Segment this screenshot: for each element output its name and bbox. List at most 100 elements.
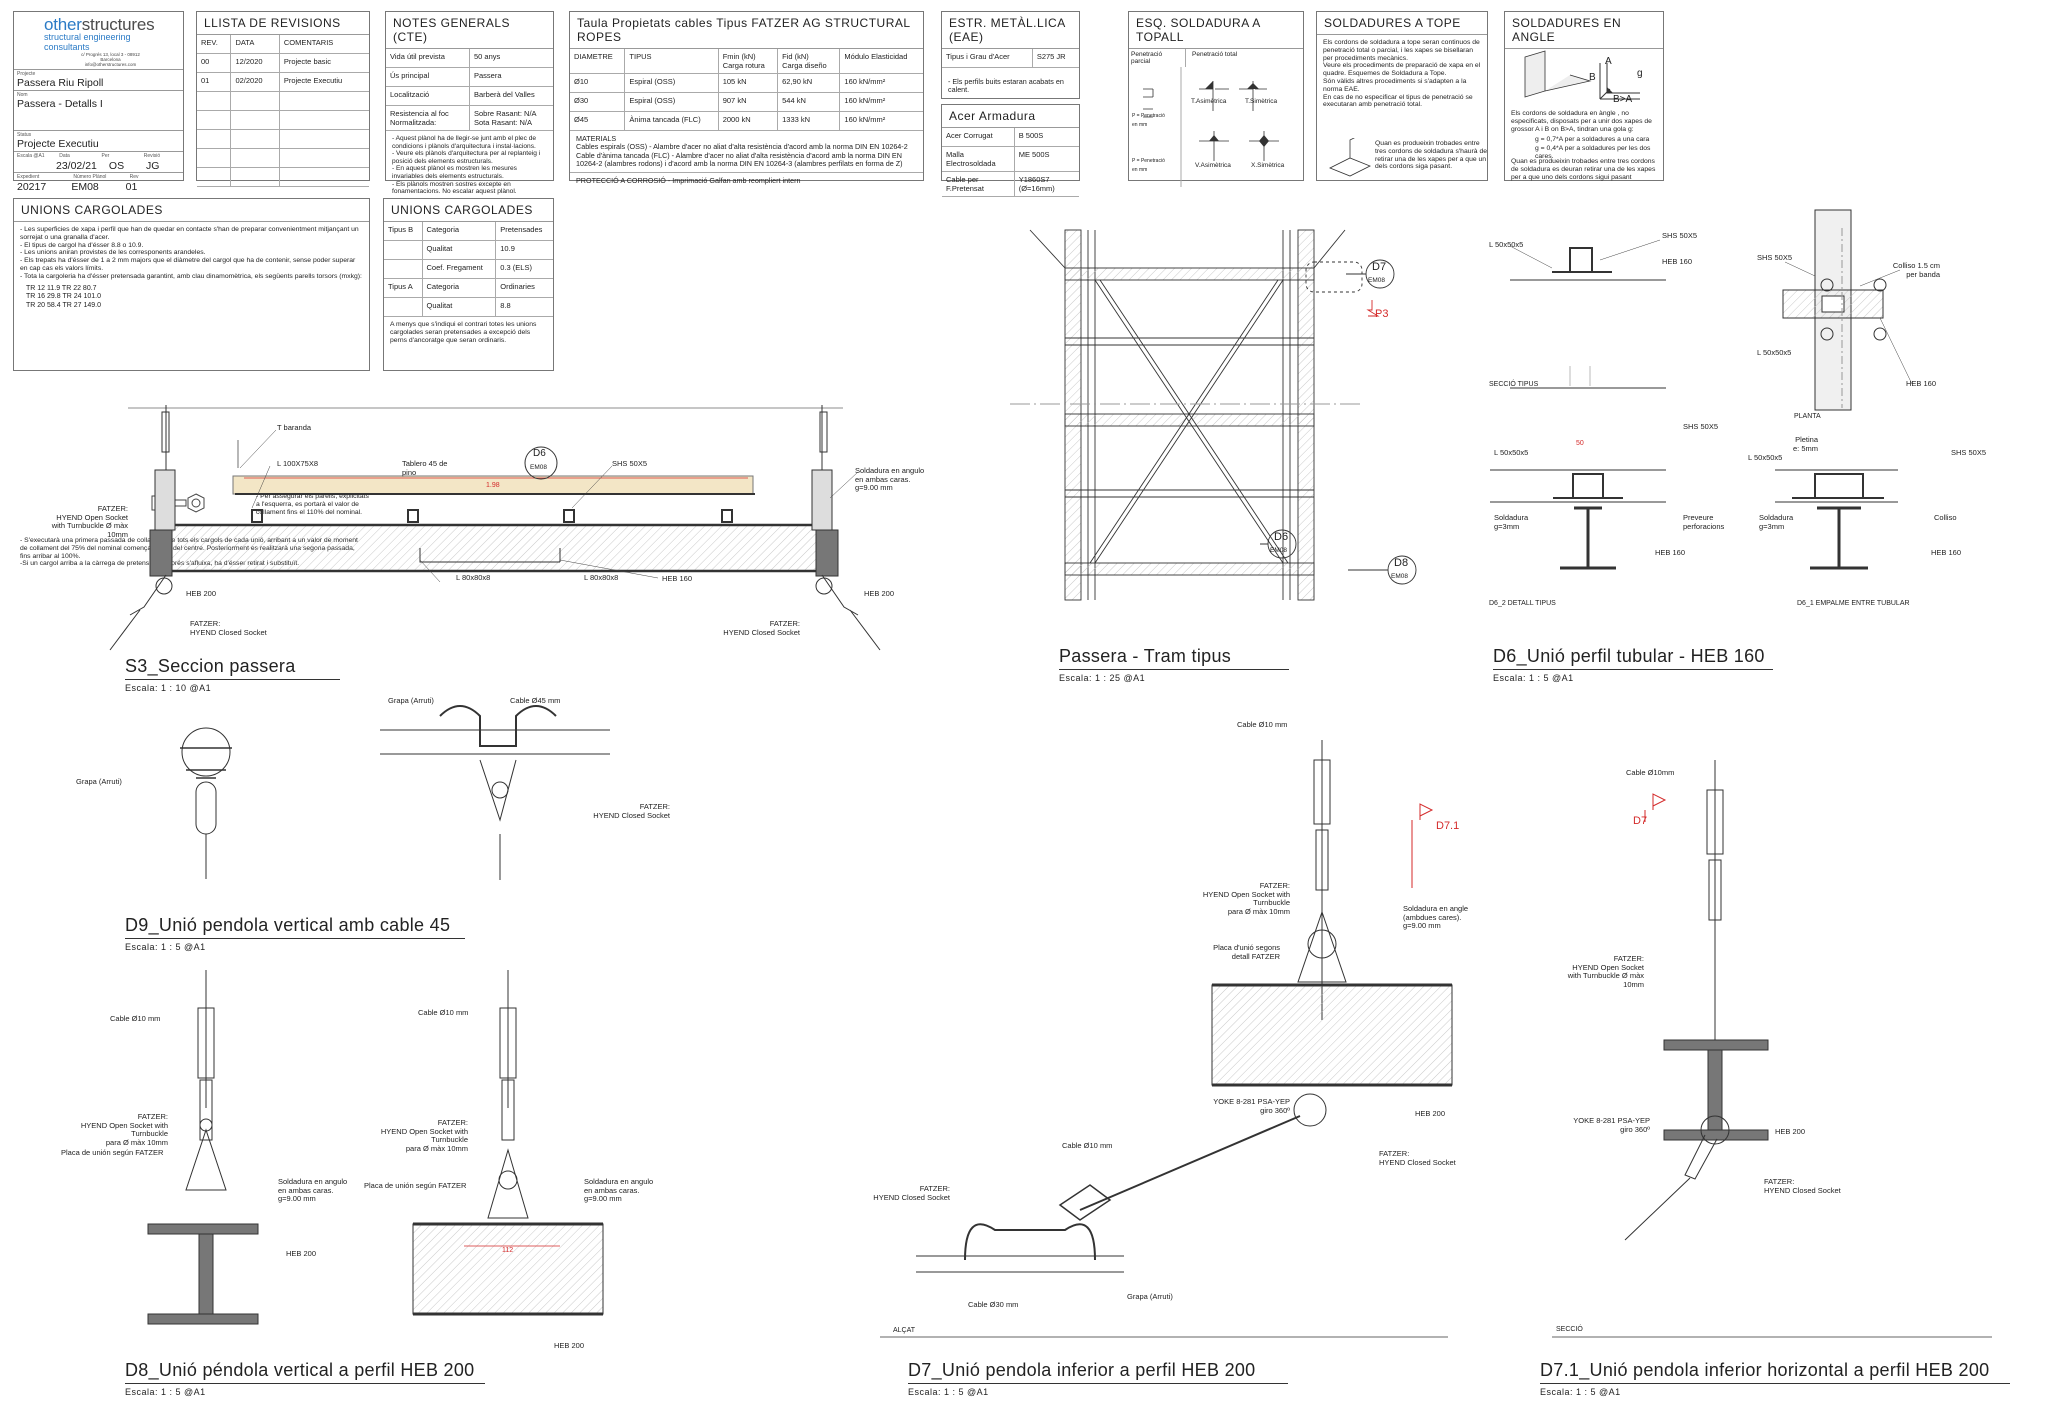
tram-d7-em: EM08	[1368, 277, 1385, 284]
d7-drawing	[880, 740, 1453, 1338]
s3-d6-tag: D6	[533, 448, 546, 459]
d6-1-detail-drawing	[1775, 469, 1898, 570]
d6-shs-label: SHS 50X5	[1662, 231, 1698, 240]
d6-1-weld-label: Soldadura g=3mm	[1759, 513, 1794, 531]
d6-1-title: D6_1 EMPALME ENTRE TUBULAR	[1797, 600, 1910, 607]
d8-open-socket-label-b: FATZER: HYEND Open Socket with Turnbuckl…	[380, 1118, 468, 1153]
tram-d8-tag: D8	[1394, 557, 1409, 569]
d6-2-holes-label: Preveure perforacions	[1683, 513, 1725, 531]
company-logo: otherstructures structural engineering c…	[44, 15, 155, 67]
s3-heb200-label-a: HEB 200	[186, 589, 217, 598]
d9-clamp-label-b: Grapa (Arruti)	[388, 696, 434, 705]
tram-d7-tag: D7	[1372, 261, 1387, 273]
heb200-right	[815, 529, 839, 577]
s3-t-baranda-label: T baranda	[277, 423, 312, 432]
d6-1-shs-label: SHS 50X5	[1951, 448, 1987, 457]
d7-closed-socket-label-a: FATZER: HYEND Closed Socket	[1379, 1149, 1456, 1167]
d6-section-title: SECCIÓ TIPUS	[1489, 381, 1539, 388]
d6-1-l50-label: L 50x50x5	[1748, 453, 1783, 462]
d6-2-l50-label: L 50x50x5	[1494, 448, 1529, 457]
d7-cable30-label: Cable Ø30 mm	[968, 1300, 1019, 1309]
s3-weld-label: Soldadura en angulo en ambas caras. g=9.…	[855, 466, 925, 492]
d8-plate-label-b: Placa de unión según FATZER	[364, 1181, 467, 1190]
d6-2-heb160-label: HEB 160	[1655, 548, 1686, 557]
d71-heb200-label: HEB 200	[1775, 1127, 1806, 1136]
sheet-number: EM08	[71, 181, 99, 193]
d8-drawing-left	[147, 970, 259, 1325]
butt-weld-scheme: ESQ. SOLDADURA A TOPALL Penetració parci…	[1128, 11, 1304, 187]
tram-d6-tag: D6	[1274, 531, 1289, 543]
d8-plate-label-a: Placa de unión según FATZER	[61, 1148, 164, 1157]
cable-properties-table: Taula Propietats cables Tipus FATZER AG …	[569, 11, 924, 185]
d71-open-socket-label: FATZER: HYEND Open Socket with Turnbuckl…	[1567, 954, 1644, 989]
d7-d71-tag: D7.1	[1436, 820, 1460, 832]
caption-d8: D8_Unió péndola vertical a perfil HEB 20…	[125, 1360, 485, 1397]
heb160-beam	[157, 524, 831, 572]
d7-cable-label-mid: Cable Ø10 mm	[1062, 1141, 1113, 1150]
d8-weld-label-b: Soldadura en angulo en ambas caras. g=9.…	[584, 1177, 654, 1203]
d8-cable-label-a: Cable Ø10 mm	[110, 1014, 161, 1023]
d71-yoke-label: YOKE 8-281 PSA-YEP giro 360º	[1573, 1116, 1650, 1134]
revision-number: 01	[125, 181, 138, 193]
d6-2-shs-label: SHS 50X5	[1683, 422, 1719, 431]
d7-elevation-title: ALÇAT	[893, 1327, 916, 1334]
s3-closed-label-a: FATZER: HYEND Closed Socket	[190, 619, 267, 637]
butt-weld-notes: SOLDADURES A TOPE Els cordons de soldadu…	[1316, 11, 1488, 181]
drawing-name: Passera - Detalls I	[17, 98, 103, 110]
d9-cable-label: Cable Ø45 mm	[510, 696, 561, 705]
d6-1-heb160-label: HEB 160	[1931, 548, 1962, 557]
d6-heb160-label: HEB 160	[1662, 257, 1693, 266]
d71-closed-socket-label: FATZER: HYEND Closed Socket	[1764, 1177, 1841, 1195]
s3-tablero-label: Tablero 45 de pino	[402, 459, 448, 477]
d6-1-slot-label: Colliso	[1934, 513, 1957, 522]
d6-2-dim-label: 50	[1576, 440, 1584, 447]
d7-plate-label: Placa d'unió segons detall FATZER	[1213, 943, 1280, 961]
d8-heb200-label-a: HEB 200	[286, 1249, 317, 1258]
date: 23/02/21	[56, 160, 97, 172]
steel-spec: ESTR. METÀL.LICA (EAE) Tipus i Grau d'Ac…	[941, 11, 1080, 99]
s3-section-drawing	[109, 405, 881, 651]
d6-plan-heb160-label: HEB 160	[1906, 379, 1937, 388]
d7-heb200-label: HEB 200	[1415, 1109, 1446, 1118]
s3-dim-label: 1.98	[486, 482, 500, 489]
d6-l50-label: L 50x50x5	[1489, 240, 1524, 249]
title-block: otherstructures structural engineering c…	[13, 11, 184, 193]
d6-plan-l50-label: L 50x50x5	[1757, 348, 1792, 357]
d6-plan-shs-label: SHS 50X5	[1757, 253, 1793, 262]
d8-dim-label: 112	[502, 1247, 514, 1254]
s3-fatzer-open-label: FATZER: HYEND Open Socket with Turnbuckl…	[51, 504, 128, 539]
tram-d8-em: EM08	[1391, 573, 1408, 580]
s3-heb160-label: HEB 160	[662, 574, 693, 583]
d7-clamp-label: Grapa (Arruti)	[1127, 1292, 1173, 1301]
d8-open-socket-label-a: FATZER: HYEND Open Socket with Turnbuckl…	[80, 1112, 168, 1147]
s3-shs-label: SHS 50X5	[612, 459, 648, 468]
d8-cable-label-b: Cable Ø10 mm	[418, 1008, 469, 1017]
d71-cable-label: Cable Ø10mm	[1626, 768, 1675, 777]
d71-d7-tag: D7	[1633, 815, 1648, 827]
d6-plan-slot-label: Colliso 1.5 cm per banda	[1892, 261, 1940, 279]
d8-drawing-right	[412, 970, 604, 1316]
project-name: Passera Riu Ripoll	[17, 77, 104, 89]
d71-drawing	[1552, 760, 1992, 1338]
d7-weld-label: Soldadura en angle (ambdues cares). g=9.…	[1403, 904, 1469, 930]
d6-1-plate-label: Pletina e: 5mm	[1792, 435, 1818, 453]
job-number: 20217	[17, 181, 47, 193]
tram-tipus-drawing	[1010, 229, 1417, 601]
tram-d6-em: EM08	[1270, 547, 1287, 554]
caption-d71: D7.1_Unió pendola inferior horizontal a …	[1540, 1360, 2010, 1397]
drawing-status: Projecte Executiu	[17, 138, 99, 150]
weld-junction-icon	[1329, 138, 1371, 177]
s3-em08-tag: EM08	[530, 464, 547, 471]
fillet-weld-sketch	[1524, 50, 1640, 100]
d8-weld-label-a: Soldadura en angulo en ambas caras. g=9.…	[278, 1177, 348, 1203]
tram-p3-tag: P3	[1375, 308, 1389, 320]
bolt-notes: UNIONS CARGOLADES - Les superficies de x…	[13, 198, 370, 567]
